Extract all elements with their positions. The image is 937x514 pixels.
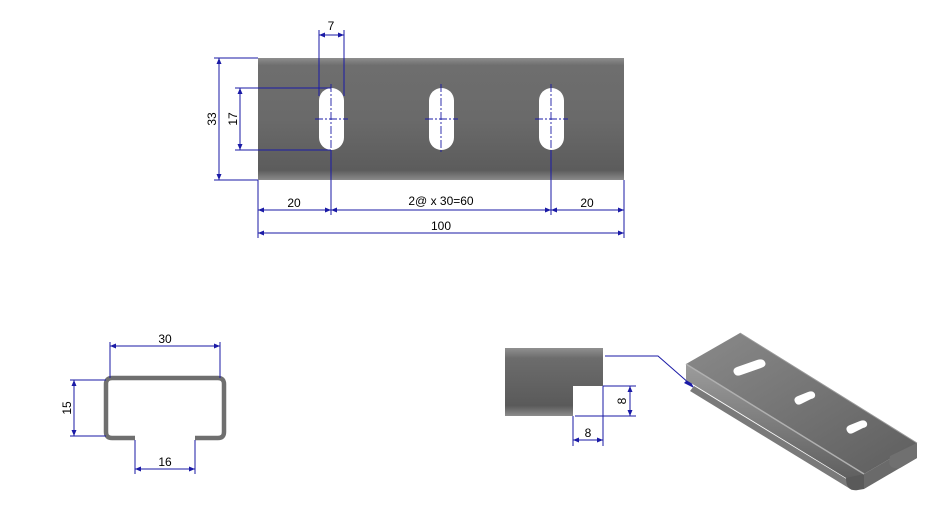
iso-slot-3 [846, 420, 868, 434]
dim-slot-width-label: 7 [328, 19, 335, 33]
isometric-view [685, 332, 918, 491]
dim-slot-spacing-label: 2@ x 30=60 [408, 194, 474, 208]
dim-notch-width-label: 8 [585, 426, 592, 440]
dim-section-opening-label: 16 [158, 455, 172, 469]
iso-slots [733, 359, 868, 434]
c-channel-profile [103, 375, 227, 441]
dim-length-total: 100 [258, 219, 624, 236]
dim-height-total-label: 33 [205, 112, 219, 126]
dim-slot-length-label: 17 [226, 112, 240, 126]
dim-slot-length: 17 [226, 87, 331, 151]
dim-section-width-label: 30 [158, 332, 172, 346]
dim-length-total-label: 100 [431, 219, 451, 233]
dim-notch-height-label: 8 [615, 397, 629, 404]
dim-edge-left-label: 20 [287, 196, 301, 210]
iso-lip-curl-right [889, 443, 917, 469]
iso-lip-curl-left [846, 474, 864, 491]
iso-back-edge [739, 332, 918, 444]
dim-section-width: 30 [109, 332, 221, 378]
iso-slot-1 [733, 359, 766, 376]
iso-slot-2 [794, 391, 816, 405]
slot-centerlines [315, 84, 568, 154]
iso-front-wall [686, 364, 864, 489]
detail-leader [605, 355, 694, 388]
front-view: 7 33 17 [205, 19, 625, 238]
dim-notch-width: 8 [572, 386, 604, 446]
dim-chain-bottom: 20 2@ x 30=60 20 [257, 150, 625, 238]
iso-top-edge-highlight [685, 363, 865, 475]
dim-notch-height: 8 [575, 385, 636, 417]
dim-height-total: 33 [205, 57, 258, 181]
dim-slot-width: 7 [318, 19, 345, 96]
dim-section-height-label: 15 [60, 401, 74, 415]
iso-bottom-lip-front [690, 386, 858, 490]
dim-edge-right-label: 20 [580, 196, 594, 210]
dim-section-opening: 16 [134, 440, 196, 474]
dim-section-height: 15 [60, 379, 106, 437]
notch-detail-shape [505, 348, 603, 416]
section-view: 30 15 16 [60, 332, 227, 474]
detail-view: 8 8 [505, 348, 694, 446]
